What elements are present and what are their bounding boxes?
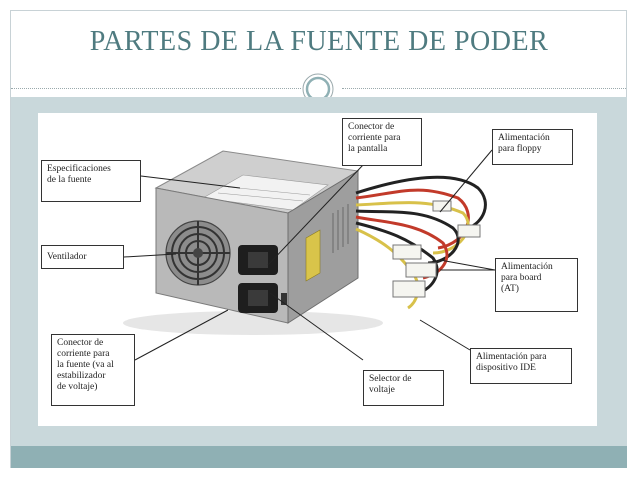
- power-supply-illustration: [123, 150, 487, 335]
- title-divider-right: [342, 88, 626, 89]
- label-ventilador: Ventilador: [41, 245, 124, 269]
- label-board: Alimentación para board (AT): [495, 258, 578, 312]
- label-conector-pantalla: Conector de corriente para la pantalla: [342, 118, 422, 166]
- label-conector-fuente: Conector de corriente para la fuente (va…: [51, 334, 135, 406]
- label-ide: Alimentación para dispositivo IDE: [470, 348, 572, 384]
- label-selector: Selector de voltaje: [363, 370, 444, 406]
- footer-bar: [11, 446, 627, 468]
- label-especificaciones: Especificaciones de la fuente: [41, 160, 141, 202]
- label-floppy: Alimentación para floppy: [492, 129, 573, 165]
- title-divider-left: [11, 88, 301, 89]
- slide-title: PARTES DE LA FUENTE DE PODER: [89, 26, 549, 57]
